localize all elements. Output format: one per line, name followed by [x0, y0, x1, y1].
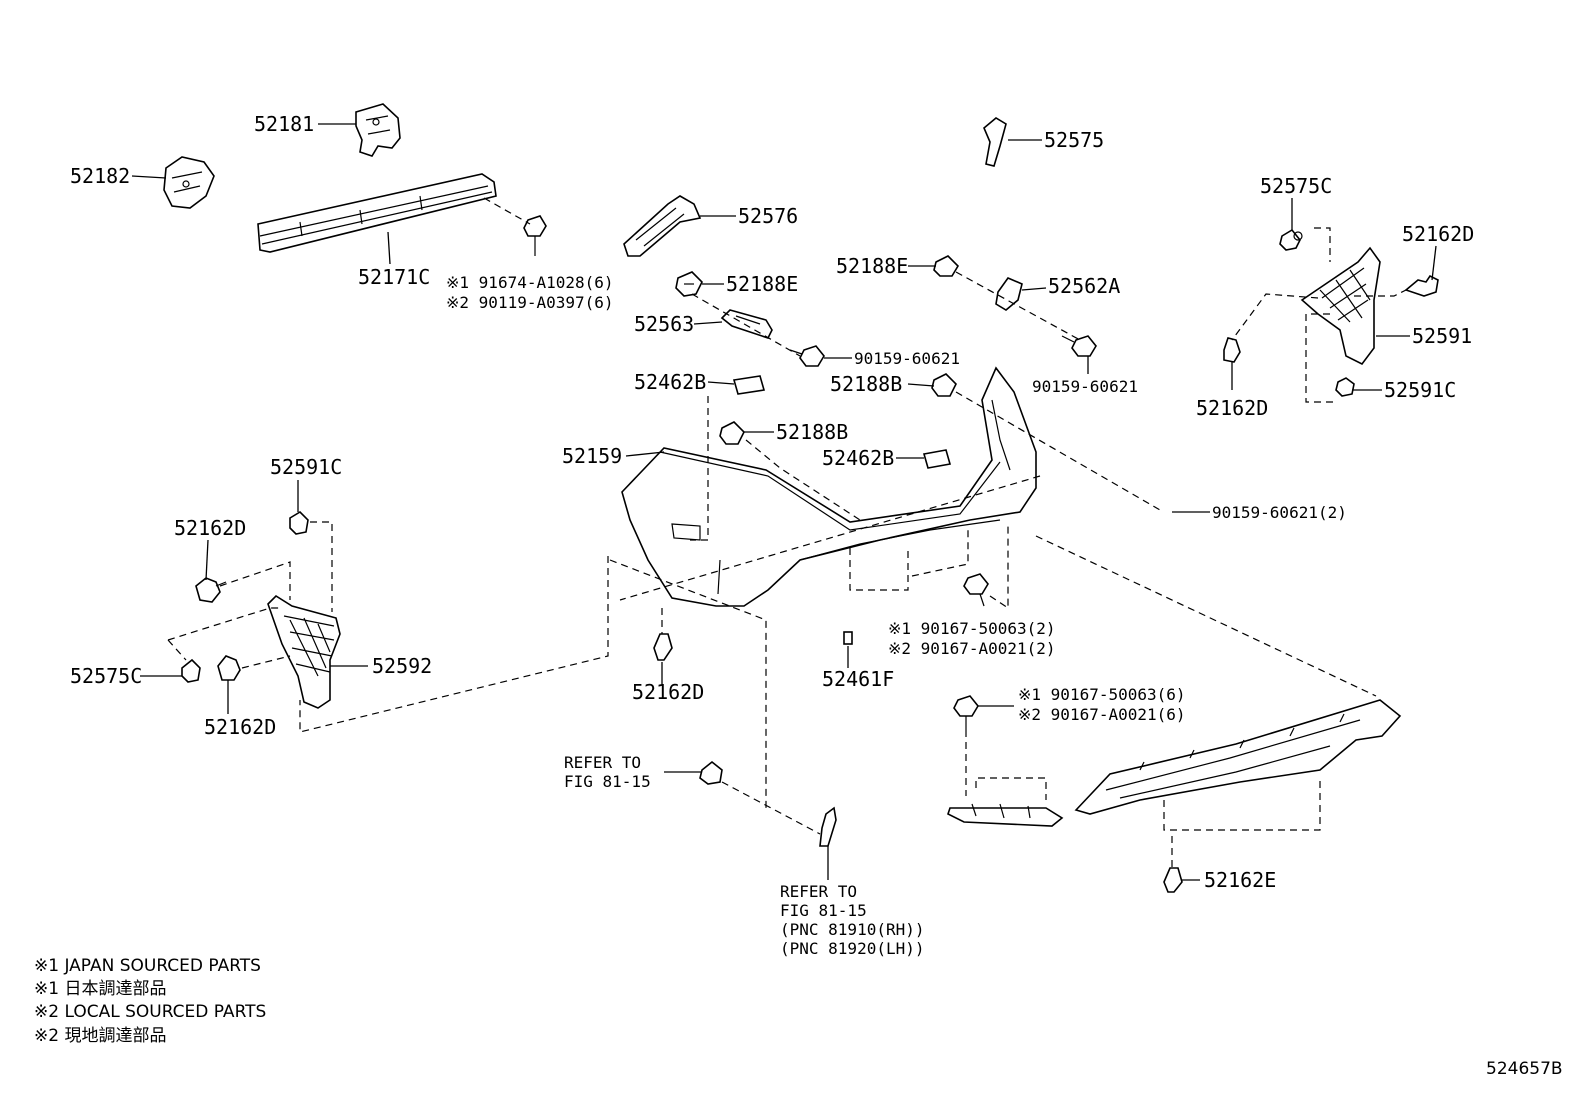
diffuser-drawing	[1074, 699, 1402, 815]
legend-line-4: ※2 現地調達部品	[34, 1026, 166, 1046]
part-52563-drawing	[720, 309, 773, 339]
bolt-90167-lower-drawing	[953, 695, 979, 730]
diagram-id: 524657B	[1486, 1059, 1563, 1079]
screw-90159-left-drawing	[789, 345, 825, 367]
part-52591-drawing	[1300, 246, 1381, 366]
part-52575-drawing	[983, 117, 1007, 167]
assembly-dashed-lines	[167, 197, 1407, 868]
lower-molding-drawing	[947, 803, 1064, 827]
part-52171C-drawing	[257, 173, 497, 253]
leader-lines	[131, 123, 1437, 881]
label-90159-left: 90159-60621	[854, 349, 960, 368]
label-52181: 52181	[254, 112, 314, 136]
label-52591C-left: 52591C	[270, 455, 342, 479]
label-52162D-left-upper: 52162D	[174, 516, 246, 540]
part-labels: 52181 52182 52171C ※1 91674-A1028(6) ※2 …	[70, 112, 1474, 958]
part-52162D-left-lower-drawing	[217, 655, 241, 681]
label-refer-a-line2: FIG 81-15	[564, 772, 651, 791]
screw-90159-right-drawing	[1061, 335, 1097, 357]
label-52188E-left: 52188E	[726, 272, 798, 296]
legend: ※1 JAPAN SOURCED PARTS ※1 日本調達部品 ※2 LOCA…	[34, 956, 266, 1046]
part-52591C-right-drawing	[1335, 377, 1355, 397]
label-90167-A0021-two: ※2 90167-A0021(2)	[888, 639, 1056, 658]
label-52162D-center: 52162D	[632, 680, 704, 704]
label-52171C: 52171C	[358, 265, 430, 289]
part-52576-drawing	[623, 195, 702, 257]
label-52462B-upper: 52462B	[634, 370, 706, 394]
label-refer-b-line4: (PNC 81920(LH))	[780, 939, 925, 958]
legend-line-1: ※1 JAPAN SOURCED PARTS	[34, 956, 261, 976]
label-90167-50063-two: ※1 90167-50063(2)	[888, 619, 1056, 638]
refer-fastener-drawing	[699, 760, 723, 785]
label-52162D-right-upper: 52162D	[1402, 222, 1474, 246]
part-52592-drawing	[267, 594, 341, 709]
label-52188B-lower: 52188B	[776, 420, 848, 444]
label-52162D-left-lower: 52162D	[204, 715, 276, 739]
part-52188B-lower-drawing	[719, 421, 745, 445]
part-52181-drawing	[355, 103, 401, 157]
label-52575C-right: 52575C	[1260, 174, 1332, 198]
label-52188E-right: 52188E	[836, 254, 908, 278]
part-52188E-left-drawing	[675, 271, 703, 297]
part-52575C-right-drawing	[1279, 228, 1303, 251]
label-52592: 52592	[372, 654, 432, 678]
part-52462B-lower-drawing	[922, 449, 952, 469]
label-52159: 52159	[562, 444, 622, 468]
bolt-91674-drawing	[523, 215, 547, 256]
legend-line-2: ※1 日本調達部品	[34, 979, 166, 999]
part-52162E-drawing	[1163, 867, 1183, 893]
label-52591C-right: 52591C	[1384, 378, 1456, 402]
label-52576: 52576	[738, 204, 798, 228]
part-52575C-left-drawing	[181, 658, 201, 683]
part-52461F-drawing	[843, 631, 853, 645]
label-52461F: 52461F	[822, 667, 894, 691]
label-52188B-upper: 52188B	[830, 372, 902, 396]
part-52182-drawing	[163, 156, 215, 209]
part-52188E-right-drawing	[933, 255, 960, 277]
label-refer-a-line1: REFER TO	[564, 753, 641, 772]
part-52591C-left-drawing	[289, 510, 309, 535]
label-bolt-91674: ※1 91674-A1028(6)	[446, 273, 614, 292]
label-52575: 52575	[1044, 128, 1104, 152]
label-refer-b-line1: REFER TO	[780, 882, 857, 901]
part-52562A-drawing	[995, 277, 1023, 311]
part-52162D-left-upper-drawing	[195, 577, 227, 603]
label-90159-right: 90159-60621	[1032, 377, 1138, 396]
part-52188B-upper-drawing	[931, 373, 957, 397]
bolt-90167-center-drawing	[963, 573, 989, 607]
legend-line-3: ※2 LOCAL SOURCED PARTS	[34, 1002, 266, 1022]
label-52182: 52182	[70, 164, 130, 188]
label-52162E: 52162E	[1204, 868, 1276, 892]
part-52159-bumper-drawing	[621, 366, 1037, 607]
label-52591: 52591	[1412, 324, 1472, 348]
part-52162D-right-upper-drawing	[1404, 274, 1439, 297]
label-52562A: 52562A	[1048, 274, 1120, 298]
label-52162D-right-lower: 52162D	[1196, 396, 1268, 420]
label-90167-A0021-six: ※2 90167-A0021(6)	[1018, 705, 1186, 724]
label-refer-b-line2: FIG 81-15	[780, 901, 867, 920]
part-52162D-center-drawing	[653, 633, 673, 661]
label-bolt-90119: ※2 90119-A0397(6)	[446, 293, 614, 312]
part-52162D-right-lower-drawing	[1223, 337, 1241, 363]
label-52462B-lower: 52462B	[822, 446, 894, 470]
label-90167-50063-six: ※1 90167-50063(6)	[1018, 685, 1186, 704]
label-52575C-left: 52575C	[70, 664, 142, 688]
side-molding-drawing	[819, 806, 837, 847]
part-52462B-upper-drawing	[732, 375, 766, 395]
label-90159-two: 90159-60621(2)	[1212, 503, 1347, 522]
label-52563: 52563	[634, 312, 694, 336]
label-refer-b-line3: (PNC 81910(RH))	[780, 920, 925, 939]
